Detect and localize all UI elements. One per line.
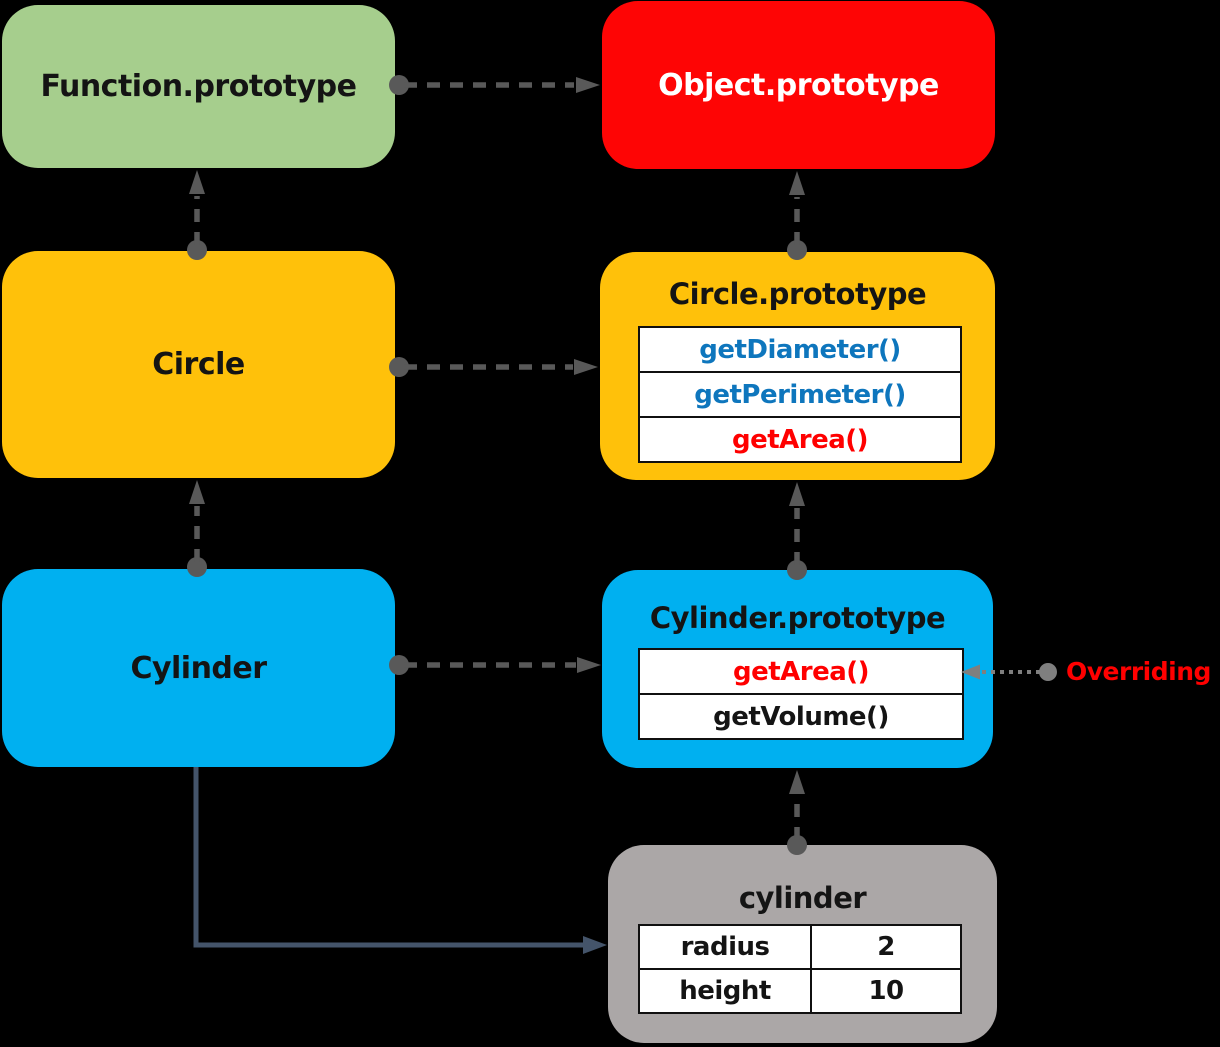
node-object-prototype: Object.prototype [602,1,995,169]
property-row-height: height 10 [640,968,960,1012]
method-getperimeter: getPerimeter() [640,371,960,416]
object-prototype-label: Object.prototype [658,67,939,103]
proto-arrow-function-to-object-icon [389,75,600,95]
circle-prototype-title: Circle.prototype [668,277,927,311]
node-function-prototype: Function.prototype [2,5,395,168]
proto-arrow-circle-to-circle-prototype-icon [389,357,598,377]
proto-arrow-cylinder-prototype-to-circle-prototype-icon [787,482,807,580]
proto-arrow-cylinder-to-circle-icon [187,480,207,577]
property-value-height: 10 [810,970,960,1012]
cylinder-prototype-title: Cylinder.prototype [649,601,946,635]
node-cylinder-instance: cylinder radius 2 height 10 [608,845,997,1043]
property-value-radius: 2 [810,926,960,968]
property-row-radius: radius 2 [640,926,960,968]
method-getarea-circle: getArea() [640,416,960,461]
method-getarea-cylinder: getArea() [732,656,870,687]
proto-arrow-circle-prototype-to-object-icon [787,171,807,260]
cylinder-instance-property-table: radius 2 height 10 [638,924,962,1014]
method-getvolume: getVolume() [640,693,962,738]
cylinder-label: Cylinder [130,650,267,686]
node-cylinder: Cylinder [2,569,395,767]
proto-arrow-circle-to-function-icon [187,170,207,260]
node-circle-prototype: Circle.prototype getDiameter() getPerime… [600,252,995,480]
node-circle: Circle [2,251,395,478]
circle-prototype-method-table: getDiameter() getPerimeter() getArea() [638,326,962,463]
node-cylinder-prototype: Cylinder.prototype getArea() getVolume() [602,570,993,768]
proto-arrow-cylinder-to-cylinder-prototype-icon [389,655,601,675]
function-prototype-label: Function.prototype [40,69,357,104]
circle-label: Circle [152,347,245,382]
method-getdiameter: getDiameter() [699,334,901,365]
overriding-annotation: Overriding [1066,657,1211,686]
constructor-arrow-cylinder-to-instance-icon [193,767,607,954]
cylinder-instance-title: cylinder [738,881,867,915]
property-name-radius: radius [680,932,770,962]
property-name-height: height [679,976,771,1006]
proto-arrow-instance-to-cylinder-prototype-icon [787,770,807,855]
cylinder-prototype-method-table: getArea() getVolume() [638,648,964,740]
